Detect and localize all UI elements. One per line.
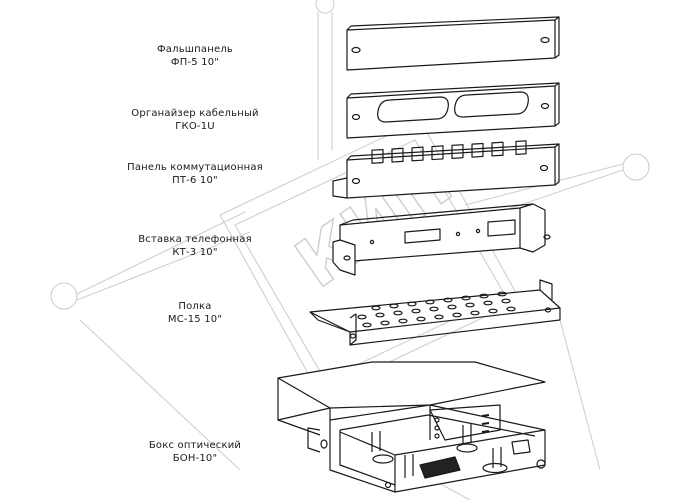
- cable-slot-left: [377, 96, 449, 123]
- mounting-hole-icon: [540, 102, 550, 110]
- label-model: БОН-10": [172, 453, 218, 464]
- mounting-hole-icon: [543, 234, 551, 240]
- watermark-ring-right: [622, 153, 650, 181]
- gland-icon: [536, 459, 546, 469]
- watermark-ring-top: [315, 0, 335, 14]
- keystone-port-icon: [515, 140, 527, 156]
- rear-panel: [429, 404, 501, 441]
- label-falshpanel: Фальшпанель ФП-5 10": [85, 43, 305, 69]
- cutout-window: [404, 228, 441, 244]
- mounting-hole-icon: [351, 113, 361, 121]
- patch-panel-bracket: [332, 177, 348, 199]
- label-shelf: Полка МС-15 10": [85, 300, 305, 326]
- side-port: [511, 439, 531, 455]
- label-name: Бокс оптический: [148, 440, 242, 451]
- keystone-port-row: [371, 140, 527, 164]
- gland-icon: [384, 481, 392, 489]
- mounting-hole-icon: [343, 255, 351, 261]
- watermark-line: [79, 319, 241, 471]
- label-name: Панель коммутационная: [127, 162, 263, 173]
- label-model: КТ-3 10": [172, 247, 218, 258]
- box-lid: [277, 361, 546, 409]
- telephone-insert-drawing: [332, 203, 551, 276]
- label-phone-insert: Вставка телефонная КТ-3 10": [85, 233, 305, 259]
- cutout-window: [487, 219, 516, 237]
- cable-slot-right: [454, 91, 529, 118]
- label-model: ПТ-6 10": [172, 175, 218, 186]
- watermark-line: [559, 319, 601, 471]
- mounting-hole-icon: [544, 307, 552, 313]
- cable-guide: [404, 454, 414, 478]
- keystone-port-icon: [451, 144, 464, 159]
- label-patch-panel: Панель коммутационная ПТ-6 10": [85, 161, 305, 187]
- keystone-port-icon: [411, 146, 424, 162]
- keystone-port-icon: [471, 142, 484, 158]
- label-organizer: Органайзер кабельный ГКО-1U: [85, 107, 305, 133]
- label-model: ФП-5 10": [170, 57, 220, 68]
- cable-guide: [371, 431, 381, 452]
- cable-guide: [462, 424, 472, 444]
- spool-icon: [372, 454, 394, 464]
- label-name: Вставка телефонная: [138, 234, 252, 245]
- keystone-port-icon: [371, 148, 384, 164]
- label-optical-box: Бокс оптический БОН-10": [85, 439, 305, 465]
- spool-icon: [482, 462, 508, 474]
- label-model: ГКО-1U: [175, 121, 215, 132]
- label-name: Фальшпанель: [156, 44, 233, 55]
- keystone-port-icon: [491, 141, 504, 157]
- label-name: Полка: [178, 301, 212, 312]
- blank-panel-drawing: [346, 16, 560, 71]
- mounting-hole-icon: [351, 177, 361, 185]
- spool-icon: [456, 443, 478, 453]
- label-name: Органайзер кабельный: [131, 108, 259, 119]
- cable-organizer-drawing: [346, 82, 560, 139]
- shelf-drawing: [309, 279, 561, 346]
- patch-panel-drawing: [332, 140, 560, 199]
- keystone-port-icon: [391, 147, 404, 163]
- mounting-hole-icon: [320, 439, 328, 449]
- watermark-line: [76, 211, 246, 295]
- left-bracket: [307, 427, 321, 453]
- keystone-port-icon: [431, 145, 444, 161]
- watermark-line: [76, 231, 251, 301]
- mounting-hole-icon: [351, 46, 361, 54]
- mounting-hole-icon: [349, 333, 357, 339]
- label-model: МС-15 10": [167, 314, 223, 325]
- mounting-hole-icon: [540, 36, 550, 44]
- mounting-hole-icon: [539, 164, 549, 172]
- optical-box-drawing: [277, 361, 546, 493]
- ventilation-slots: [357, 291, 516, 328]
- watermark-ring-left: [50, 282, 78, 310]
- splice-cassette: [419, 456, 461, 479]
